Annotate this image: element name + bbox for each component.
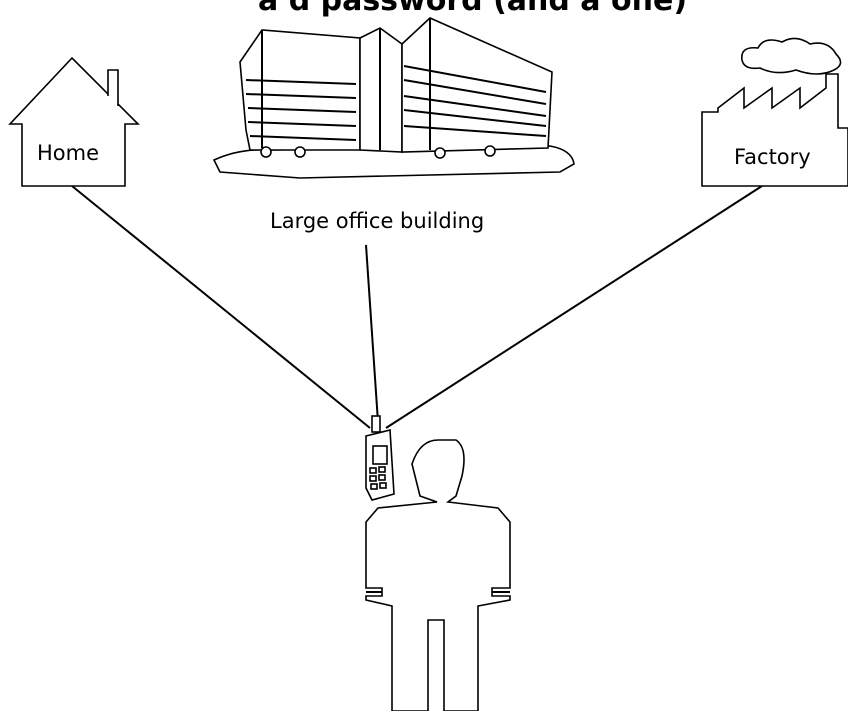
factory-label: Factory bbox=[734, 145, 811, 169]
connection-lines bbox=[71, 185, 763, 429]
person-silhouette-icon bbox=[365, 439, 511, 712]
line-factory-to-phone bbox=[385, 185, 763, 429]
home-label: Home bbox=[37, 141, 99, 165]
line-home-to-phone bbox=[71, 185, 371, 429]
office-label: Large office building bbox=[270, 209, 484, 233]
mobile-phone-icon bbox=[365, 415, 395, 501]
office-building-icon bbox=[212, 17, 575, 179]
house-icon bbox=[8, 56, 140, 187]
factory-icon bbox=[701, 37, 848, 187]
diagram-title: a d password (and a one) bbox=[258, 0, 687, 18]
line-office-to-phone bbox=[365, 244, 379, 423]
